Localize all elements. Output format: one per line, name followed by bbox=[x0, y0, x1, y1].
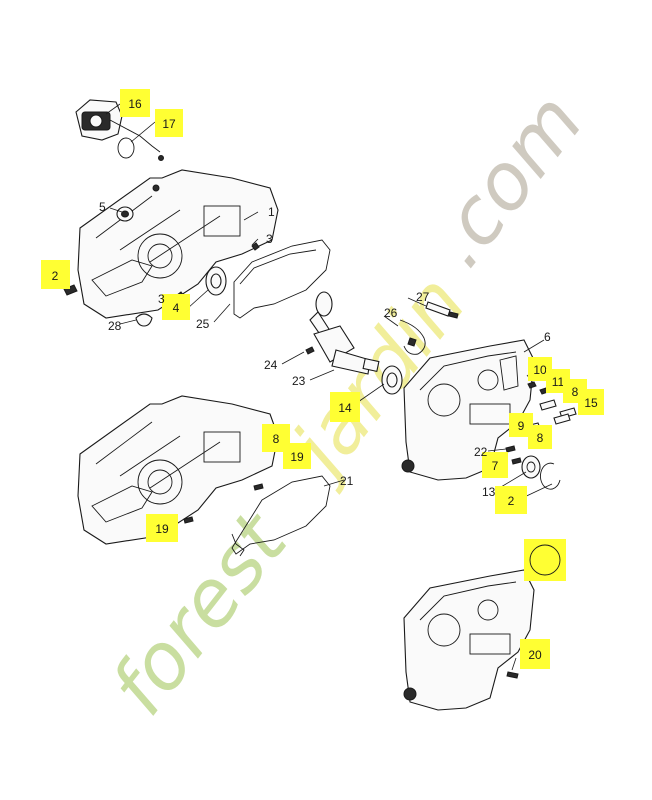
label-27: 27 bbox=[416, 290, 430, 304]
part-25-gasket bbox=[233, 239, 331, 319]
part-crankcase-right-lower bbox=[403, 569, 535, 711]
label-25: 25 bbox=[196, 317, 210, 331]
part-3-screw-a bbox=[251, 242, 260, 251]
callout-4: 4 bbox=[162, 294, 190, 320]
part-14-bearing bbox=[381, 365, 403, 395]
callout-19-b: 19 bbox=[146, 514, 178, 542]
label-5: 5 bbox=[99, 200, 106, 214]
callout-2-right: 2 bbox=[495, 486, 527, 514]
label-6: 6 bbox=[544, 330, 551, 344]
svg-text:8: 8 bbox=[273, 432, 280, 446]
svg-text:4: 4 bbox=[173, 301, 180, 315]
part-24-pin bbox=[305, 346, 315, 355]
leader-lines bbox=[105, 103, 553, 671]
svg-text:2: 2 bbox=[508, 494, 515, 508]
part-28-cap bbox=[135, 313, 153, 327]
callout-2-left: 2 bbox=[41, 260, 70, 289]
part-27-sensor bbox=[425, 301, 459, 319]
part-22-screw bbox=[505, 445, 516, 453]
callout-7: 7 bbox=[482, 452, 508, 478]
svg-text:9: 9 bbox=[518, 419, 525, 433]
label-22: 22 bbox=[474, 445, 488, 459]
part-16-oil-pump bbox=[75, 99, 164, 161]
callout-16: 16 bbox=[120, 89, 150, 117]
part-23-crankshaft bbox=[309, 291, 380, 375]
svg-text:19: 19 bbox=[155, 522, 169, 536]
label-21: 21 bbox=[340, 474, 354, 488]
label-3-b: 3 bbox=[158, 292, 165, 306]
part-4-bearing bbox=[205, 266, 227, 296]
svg-text:15: 15 bbox=[584, 396, 598, 410]
part-20-screw bbox=[506, 671, 519, 679]
svg-text:17: 17 bbox=[162, 117, 176, 131]
svg-text:11: 11 bbox=[552, 375, 565, 389]
callout-15: 15 bbox=[578, 389, 604, 415]
part-5-seal bbox=[116, 206, 134, 222]
svg-text:2: 2 bbox=[52, 269, 59, 283]
callout-14: 14 bbox=[330, 392, 360, 422]
svg-text:10: 10 bbox=[533, 363, 547, 377]
part-2-plug-left bbox=[63, 284, 78, 296]
svg-text:8: 8 bbox=[572, 385, 579, 399]
parts-10-11-8-15-fittings bbox=[527, 381, 577, 419]
part-17-o-ring bbox=[117, 137, 135, 159]
part-13-seal bbox=[521, 455, 541, 479]
part-19-pins bbox=[183, 483, 264, 524]
label-1: 1 bbox=[268, 205, 275, 219]
callout-20: 20 bbox=[520, 639, 550, 669]
part-21-gasket bbox=[231, 475, 331, 557]
part-26-cable bbox=[399, 319, 426, 355]
label-24: 24 bbox=[264, 358, 278, 372]
part-7-screw bbox=[511, 457, 522, 465]
label-3-a: 3 bbox=[266, 232, 273, 246]
callout-8-b: 8 bbox=[528, 425, 552, 449]
svg-text:16: 16 bbox=[128, 97, 142, 111]
label-23: 23 bbox=[292, 374, 306, 388]
svg-text:20: 20 bbox=[528, 648, 542, 662]
svg-text:14: 14 bbox=[338, 401, 352, 415]
part-2-circlip bbox=[540, 462, 561, 490]
svg-text:7: 7 bbox=[492, 459, 499, 473]
callout-17: 17 bbox=[155, 109, 183, 137]
label-26: 26 bbox=[384, 306, 398, 320]
callout-19-a: 19 bbox=[283, 443, 311, 469]
label-28: 28 bbox=[108, 319, 122, 333]
callout-oring-circle bbox=[524, 539, 566, 581]
watermark-com: .com bbox=[412, 77, 601, 283]
label-13: 13 bbox=[482, 485, 496, 499]
part-labels: 1 3 5 3 28 25 27 26 6 24 23 22 13 21 bbox=[99, 200, 551, 499]
svg-text:8: 8 bbox=[537, 431, 544, 445]
svg-text:19: 19 bbox=[290, 450, 304, 464]
part-crankcase-left-lower bbox=[77, 395, 279, 545]
